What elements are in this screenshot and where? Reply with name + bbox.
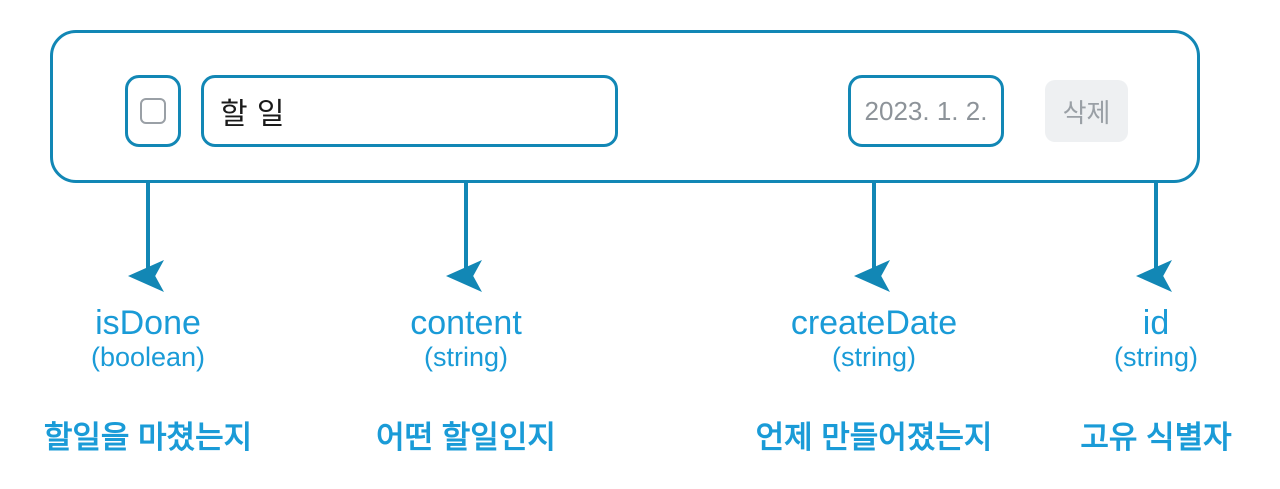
delete-button[interactable]: 삭제 xyxy=(1045,80,1128,142)
legend-isdone: isDone (boolean) xyxy=(28,304,268,373)
isdone-checkbox[interactable] xyxy=(125,75,181,147)
content-input[interactable]: 할 일 xyxy=(201,75,618,147)
todo-item-card: 할 일 2023. 1. 2. 삭제 xyxy=(50,30,1200,183)
legend-id-desc: 고유 식별자 xyxy=(1080,420,1232,455)
legend-createdate: createDate (string) xyxy=(754,304,994,373)
legend-content: content (string) xyxy=(346,304,586,373)
legend-id-type: (string) xyxy=(1113,342,1198,373)
legend-isdone-name: isDone xyxy=(95,304,201,342)
legend-content-type: (string) xyxy=(423,342,508,373)
legend-content-name: content xyxy=(410,304,522,342)
legend-isdone-type: (boolean) xyxy=(90,342,206,373)
create-date-field[interactable]: 2023. 1. 2. xyxy=(848,75,1004,147)
legend-createdate-type: (string) xyxy=(831,342,916,373)
checkbox-box-icon xyxy=(140,98,166,124)
legend-createdate-desc: 언제 만들어졌는지 xyxy=(755,420,993,455)
legend-createdate-name: createDate xyxy=(790,304,958,342)
legend-id-name: id xyxy=(1142,304,1170,342)
legend-id: id (string) xyxy=(1036,304,1276,373)
legend-isdone-desc: 할일을 마쳤는지 xyxy=(43,420,253,455)
legend-content-desc: 어떤 할일인지 xyxy=(376,420,556,455)
